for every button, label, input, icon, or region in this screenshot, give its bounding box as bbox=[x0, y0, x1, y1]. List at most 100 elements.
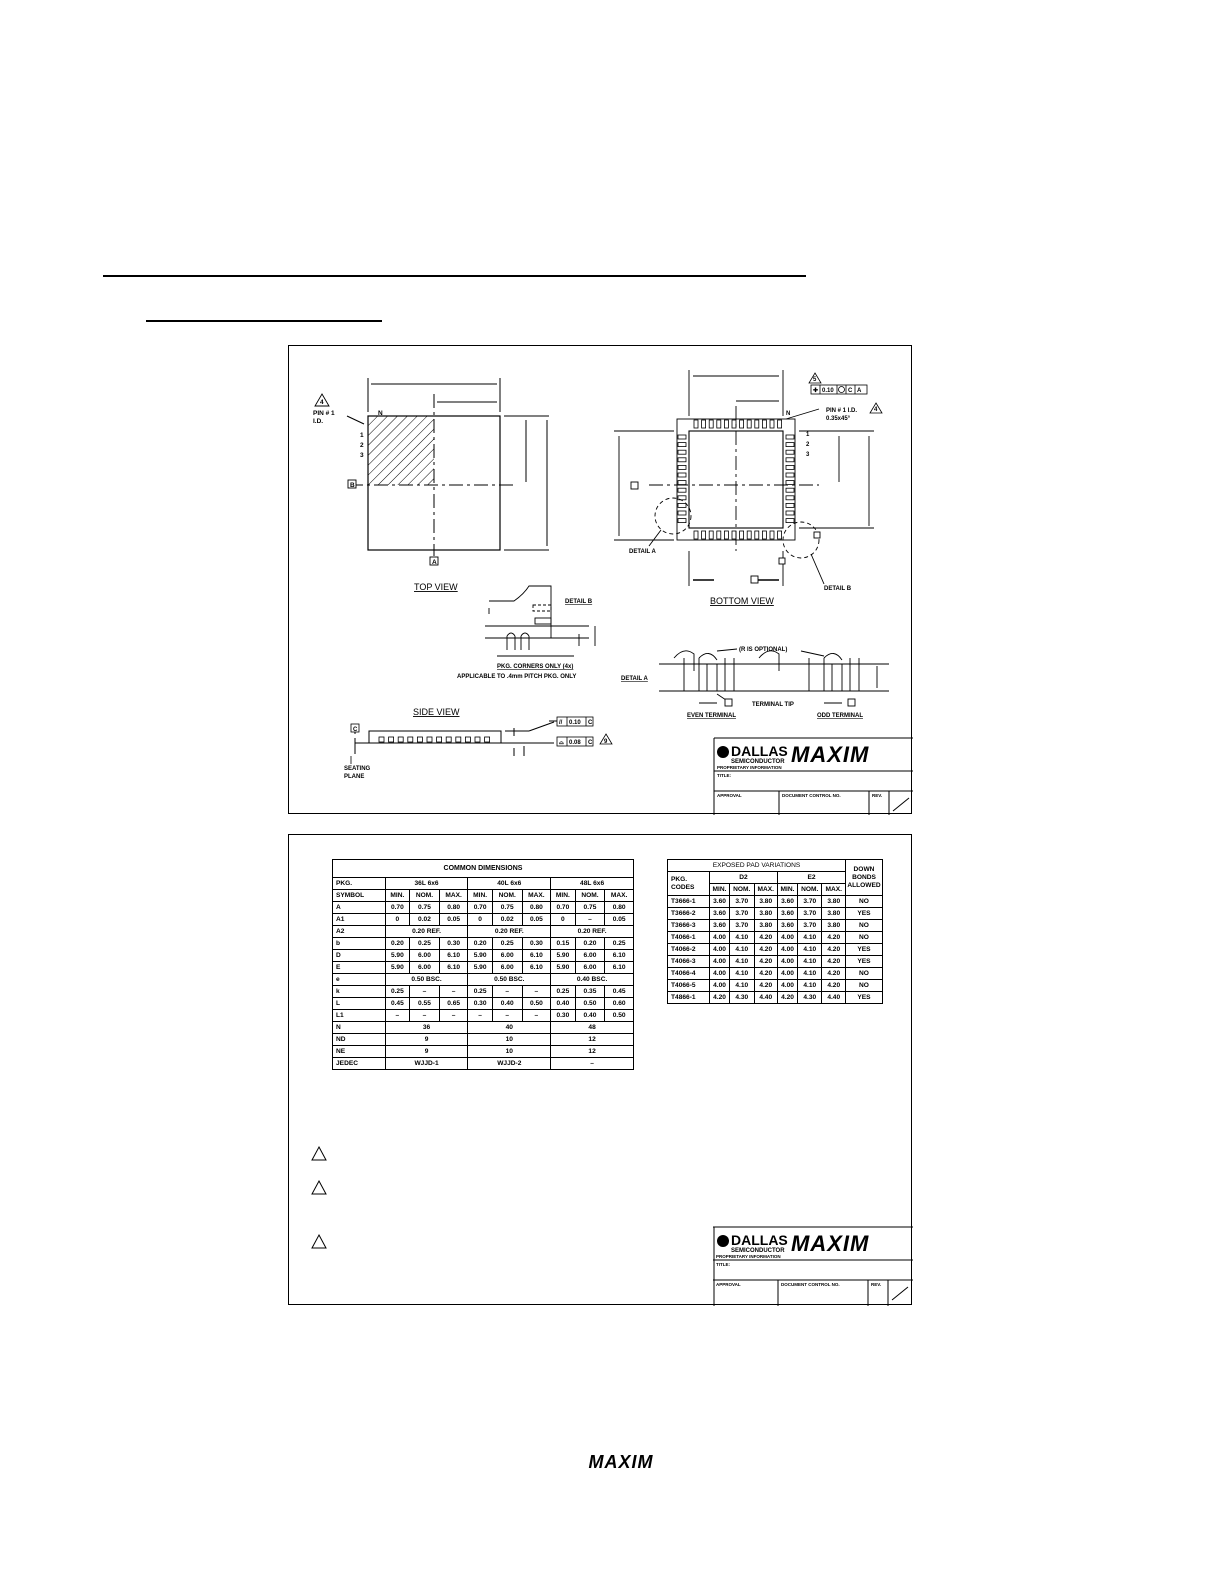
value-cell: 6.10 bbox=[438, 961, 469, 974]
terminal-pad-left bbox=[677, 465, 687, 470]
terminal-pad-left bbox=[677, 434, 687, 440]
note-4-marker-bottom: 4 bbox=[874, 407, 878, 413]
footer-maxim-logo: MAXIM bbox=[589, 1452, 653, 1472]
terminal-pad-top bbox=[723, 419, 729, 429]
terminal-tip-label: TERMINAL TIP bbox=[752, 702, 794, 708]
symbol-cell: JEDEC bbox=[332, 1057, 386, 1070]
value-cell: 6.00 bbox=[409, 961, 440, 974]
title-label: TITLE: bbox=[716, 1262, 730, 1267]
pkg-code-cell: T3666-3 bbox=[667, 919, 710, 932]
value-cell: 0.40 bbox=[574, 1009, 606, 1022]
terminal-pad-left bbox=[677, 518, 687, 524]
datum-a-label: A bbox=[432, 559, 437, 566]
pin1-label-top: PIN # 1 bbox=[313, 410, 335, 417]
top-view-title: TOP VIEW bbox=[414, 582, 458, 592]
value-cell: 6.00 bbox=[409, 949, 440, 962]
span-value-cell: 12 bbox=[550, 1045, 634, 1058]
value-cell: 3.60 bbox=[708, 919, 731, 932]
terminal-pad-right bbox=[785, 449, 795, 455]
terminal-pad-bottom bbox=[754, 530, 760, 540]
value-cell: 4.20 bbox=[753, 931, 778, 944]
side-terminal-pad bbox=[474, 736, 481, 743]
terminal-pad-bottom bbox=[701, 530, 707, 540]
value-cell: 5.90 bbox=[550, 949, 576, 962]
rev-label: REV. bbox=[872, 793, 882, 798]
value-cell: 0.05 bbox=[521, 913, 552, 926]
value-cell: 3.70 bbox=[729, 907, 755, 920]
value-cell: 4.20 bbox=[821, 931, 846, 944]
terminal-pad-bottom bbox=[708, 530, 714, 540]
side-terminal-pad bbox=[464, 736, 471, 743]
terminal-pad-top bbox=[701, 419, 707, 429]
value-cell: 4.20 bbox=[776, 991, 799, 1004]
value-cell: 6.10 bbox=[521, 949, 552, 962]
down-bonds-cell: YES bbox=[845, 943, 883, 956]
nom-header: NOM. bbox=[797, 883, 823, 896]
min-header: MIN. bbox=[708, 883, 731, 896]
span-value-cell: 40 bbox=[467, 1021, 552, 1034]
pkg-code-cell: T4866-1 bbox=[667, 991, 710, 1004]
terminal-pad-top bbox=[777, 419, 783, 429]
terminal-pad-right bbox=[785, 434, 795, 440]
value-cell: 0.35 bbox=[574, 985, 606, 998]
symbol-cell: b bbox=[332, 937, 386, 950]
pkg-corners-note: PKG. CORNERS ONLY (4x) bbox=[497, 664, 573, 670]
value-cell: – bbox=[467, 1009, 493, 1022]
pin-n-label-bottom: N bbox=[786, 411, 790, 417]
terminal-pad-left bbox=[677, 442, 687, 447]
span-value-cell: 0.50 BSC. bbox=[467, 973, 552, 986]
value-cell: 4.10 bbox=[797, 943, 823, 956]
span-value-cell: 48 bbox=[550, 1021, 634, 1034]
note-4-marker-top: 4 bbox=[320, 399, 324, 406]
value-cell: 6.00 bbox=[574, 961, 606, 974]
value-cell: 3.70 bbox=[729, 895, 755, 908]
pkg-header: PKG. bbox=[332, 877, 386, 890]
terminal-pad-bottom bbox=[761, 530, 767, 540]
terminal-pad-right bbox=[785, 502, 795, 508]
side-terminal-pad bbox=[484, 736, 491, 743]
value-cell: 0.60 bbox=[604, 997, 634, 1010]
pkg-code-cell: T3666-2 bbox=[667, 907, 710, 920]
title-block-2: DALLAS SEMICONDUCTOR MAXIM PROPRIETARY I… bbox=[713, 1226, 913, 1306]
value-cell: 4.00 bbox=[776, 955, 799, 968]
down-bonds-cell: NO bbox=[845, 931, 883, 944]
terminal-pad-right bbox=[785, 442, 795, 447]
span-value-cell: – bbox=[550, 1057, 634, 1070]
dallas-logo-text: DALLAS bbox=[731, 1232, 788, 1248]
value-cell: 5.90 bbox=[467, 949, 493, 962]
terminal-pad-top bbox=[769, 419, 775, 429]
value-cell: 0.25 bbox=[409, 937, 440, 950]
detail-b-callout: DETAIL B bbox=[824, 586, 852, 592]
terminal-pad-bottom bbox=[723, 530, 729, 540]
value-cell: 4.10 bbox=[729, 955, 755, 968]
span-value-cell: 0.20 REF. bbox=[467, 925, 552, 938]
side-terminal-pad bbox=[397, 736, 404, 743]
terminal-pad-top bbox=[761, 419, 767, 429]
pin-number-2-bottom: 2 bbox=[806, 442, 810, 448]
title-label: TITLE: bbox=[717, 773, 731, 778]
down-bonds-cell: NO bbox=[845, 895, 883, 908]
terminal-pad-left bbox=[677, 480, 687, 486]
value-cell: 4.00 bbox=[708, 955, 731, 968]
terminal-pad-top bbox=[716, 419, 722, 429]
span-value-cell: 12 bbox=[550, 1033, 634, 1046]
value-cell: 3.80 bbox=[821, 919, 846, 932]
value-cell: 4.10 bbox=[797, 955, 823, 968]
terminal-pad-bottom bbox=[769, 530, 775, 540]
span-value-cell: 0.20 REF. bbox=[384, 925, 469, 938]
value-cell: 3.60 bbox=[776, 919, 799, 932]
value-cell: 4.00 bbox=[708, 931, 731, 944]
value-cell: 3.60 bbox=[776, 895, 799, 908]
plane-label: PLANE bbox=[344, 774, 364, 780]
pin-n-label-top: N bbox=[378, 410, 383, 417]
side-terminal-pad bbox=[436, 736, 443, 743]
value-cell: 4.20 bbox=[821, 967, 846, 980]
value-cell: 4.20 bbox=[753, 955, 778, 968]
